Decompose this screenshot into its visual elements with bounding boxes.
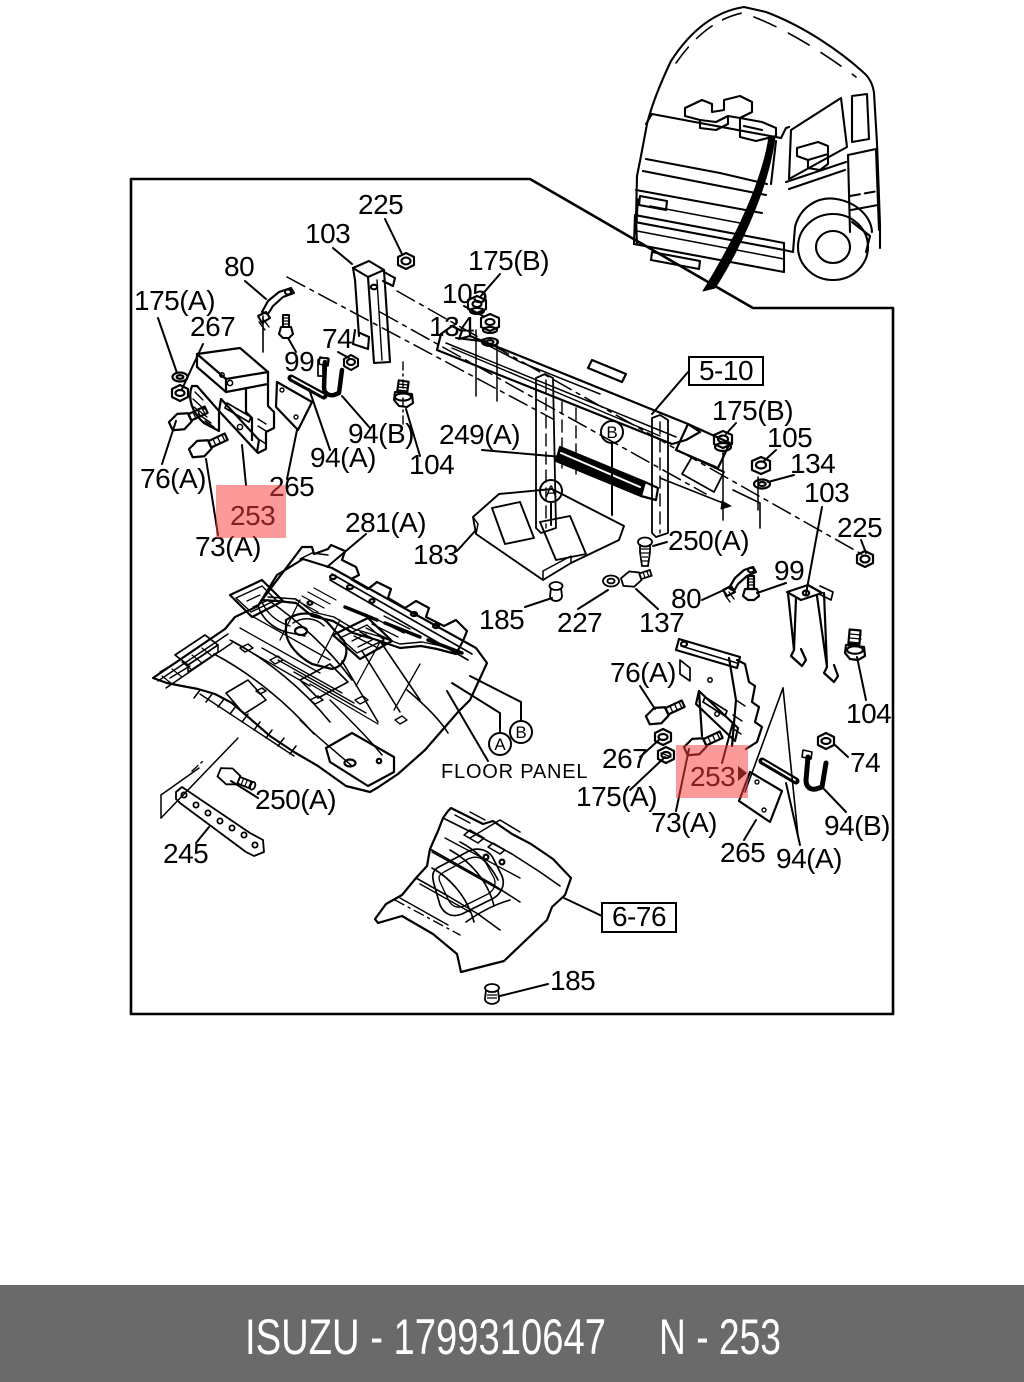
svg-text:137: 137 <box>639 607 684 638</box>
svg-text:99: 99 <box>774 555 804 586</box>
svg-text:281(A): 281(A) <box>345 507 426 538</box>
svg-text:94(A): 94(A) <box>310 442 376 473</box>
svg-text:134: 134 <box>790 448 835 479</box>
svg-text:183: 183 <box>413 539 458 570</box>
svg-text:104: 104 <box>409 449 454 480</box>
svg-text:225: 225 <box>837 512 882 543</box>
svg-text:N - 253: N - 253 <box>659 1309 781 1365</box>
svg-text:175(B): 175(B) <box>712 395 793 426</box>
svg-text:6-76: 6-76 <box>612 901 666 932</box>
svg-text:225: 225 <box>358 189 403 220</box>
svg-text:73(A): 73(A) <box>651 807 717 838</box>
svg-text:80: 80 <box>671 583 701 614</box>
svg-text:80: 80 <box>224 251 254 282</box>
svg-text:74: 74 <box>850 747 880 778</box>
svg-text:245: 245 <box>163 838 208 869</box>
svg-text:175(B): 175(B) <box>468 245 549 276</box>
svg-text:103: 103 <box>804 477 849 508</box>
svg-text:267: 267 <box>190 311 235 342</box>
svg-text:94(A): 94(A) <box>776 843 842 874</box>
svg-text:134: 134 <box>429 311 474 342</box>
svg-text:FLOOR PANEL: FLOOR PANEL <box>441 761 588 783</box>
svg-text:267: 267 <box>602 743 647 774</box>
svg-text:A: A <box>545 482 557 501</box>
svg-text:74: 74 <box>322 323 352 354</box>
svg-text:B: B <box>515 723 526 742</box>
svg-text:103: 103 <box>305 218 350 249</box>
svg-text:99: 99 <box>284 346 314 377</box>
svg-text:105: 105 <box>767 422 812 453</box>
svg-text:175(A): 175(A) <box>576 781 657 812</box>
svg-text:105: 105 <box>442 278 487 309</box>
svg-text:76(A): 76(A) <box>610 657 676 688</box>
svg-text:265: 265 <box>720 837 765 868</box>
svg-text:249(A): 249(A) <box>439 419 520 450</box>
svg-text:185: 185 <box>550 965 595 996</box>
svg-text:175(A): 175(A) <box>134 285 215 316</box>
svg-text:104: 104 <box>846 698 891 729</box>
svg-text:5-10: 5-10 <box>699 355 753 386</box>
svg-text:185: 185 <box>479 604 524 635</box>
svg-text:B: B <box>606 423 617 442</box>
svg-text:250(A): 250(A) <box>668 525 749 556</box>
svg-text:ISUZU - 1799310647: ISUZU - 1799310647 <box>245 1309 606 1365</box>
svg-text:250(A): 250(A) <box>255 784 336 815</box>
svg-text:94(B): 94(B) <box>824 810 890 841</box>
svg-text:94(B): 94(B) <box>348 418 414 449</box>
svg-text:A: A <box>494 735 506 754</box>
svg-text:227: 227 <box>557 607 602 638</box>
svg-text:76(A): 76(A) <box>140 463 206 494</box>
